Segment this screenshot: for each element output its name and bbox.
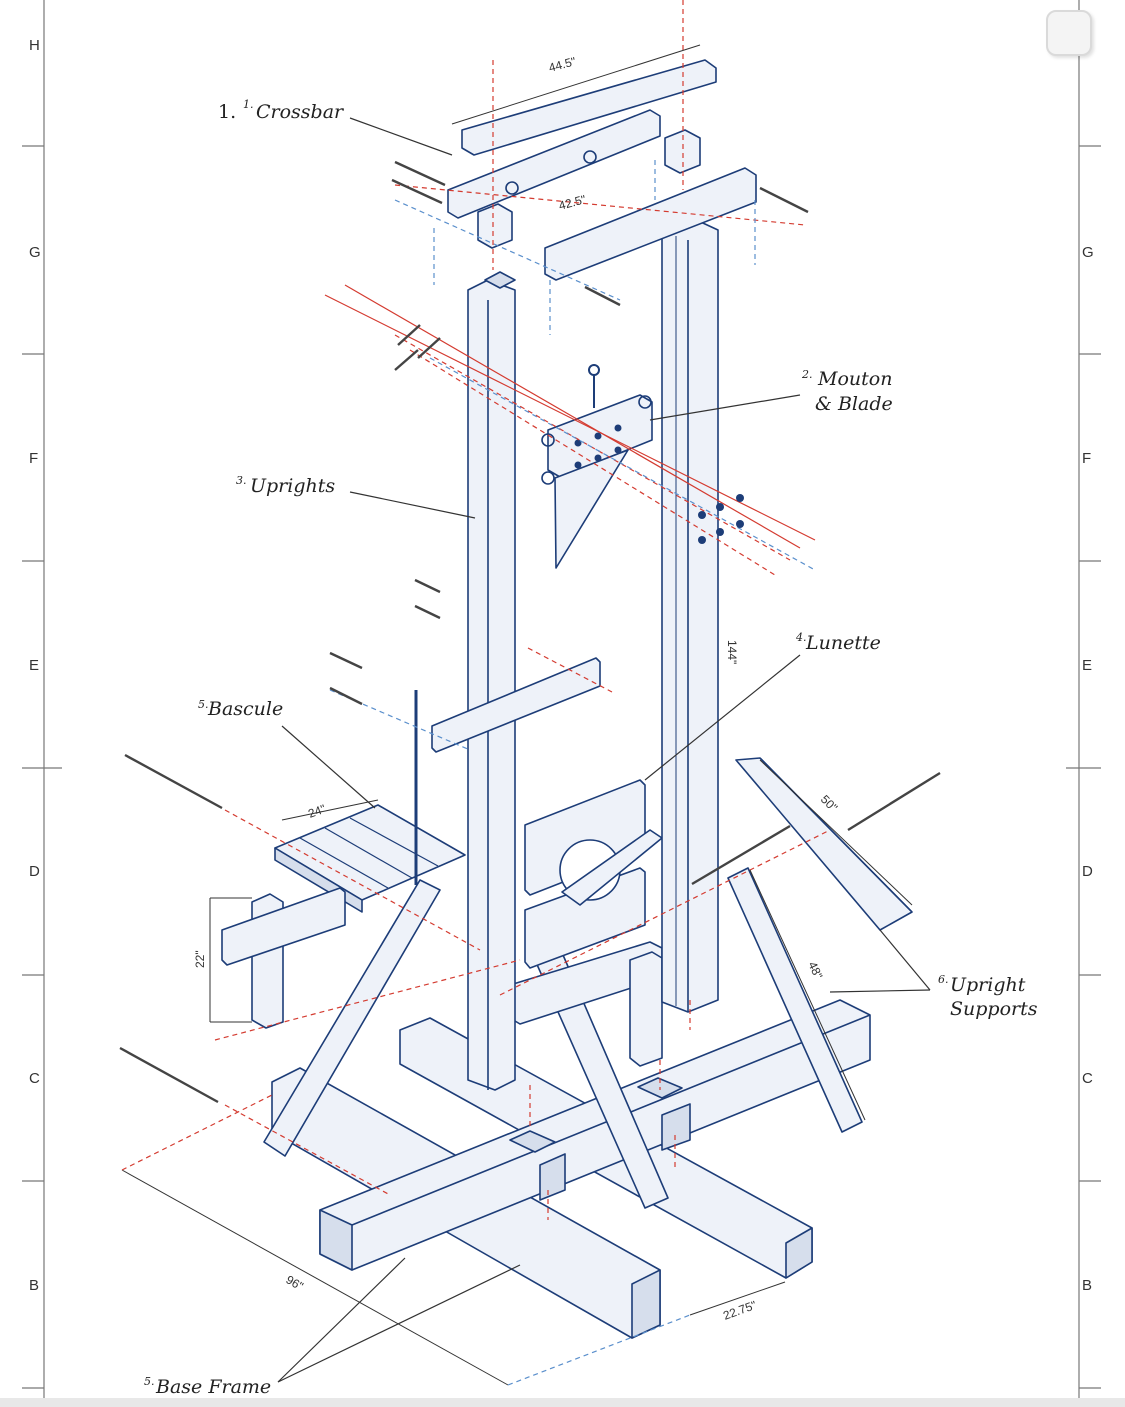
grid-letter-left-e: E	[29, 657, 39, 674]
grid-letter-left-d: D	[29, 863, 40, 880]
grid-letter-right-c: C	[1082, 1070, 1093, 1087]
base-frame	[271, 999, 871, 1339]
base-width-guide	[507, 1314, 691, 1386]
dimension-lines	[121, 44, 913, 1386]
uprights	[431, 217, 719, 1091]
grid-letter-left-g: G	[29, 244, 41, 261]
label-upright-supports-line1: Upright	[950, 974, 1026, 996]
upright-supports	[263, 757, 913, 1209]
grid-letter-right-e: E	[1082, 657, 1092, 674]
label-base-frame-number: 5.	[144, 1375, 155, 1388]
label-bascule: Bascule	[207, 698, 283, 720]
bottom-edge-strip	[0, 1398, 1125, 1407]
label-crossbar-number: 1.	[243, 98, 254, 111]
label-crossbar: Crossbar	[256, 101, 345, 123]
grid-ticks	[22, 145, 1101, 1389]
label-crossbar-prefix: 1.	[218, 101, 236, 123]
grid-letter-left-f: F	[29, 450, 38, 467]
grid-letter-right-b: B	[1082, 1277, 1092, 1294]
label-bascule-number: 5.	[198, 698, 209, 711]
grid-letter-left-h: H	[29, 37, 40, 54]
dim-upright-height: 144"	[725, 640, 739, 664]
dim-base-width: 22.75"	[721, 1298, 758, 1323]
label-uprights: Uprights	[250, 475, 335, 497]
label-lunette-number: 4.	[795, 631, 807, 644]
label-uprights-number: 3.	[236, 474, 247, 487]
dim-crossbar-lower: 42.5"	[557, 192, 587, 213]
dim-bascule-width: 24"	[306, 802, 327, 821]
label-upright-supports-line2: Supports	[950, 998, 1038, 1020]
label-mouton-number: 2.	[801, 368, 813, 381]
dim-support-short: 48"	[805, 959, 825, 981]
base-dimension-guide	[121, 1094, 273, 1171]
grid-letter-right-d: D	[1082, 863, 1093, 880]
dim-support-long: 50"	[818, 792, 840, 814]
lunette	[509, 779, 663, 1067]
label-leaders	[277, 117, 931, 1383]
grid-letter-left-b: B	[29, 1277, 39, 1294]
label-lunette: Lunette	[805, 632, 881, 654]
label-mouton: Mouton	[817, 368, 892, 390]
label-base-frame: Base Frame	[155, 1376, 271, 1398]
bolts	[119, 160, 941, 1104]
overlay-widget[interactable]	[1046, 10, 1092, 56]
label-blade: & Blade	[815, 393, 893, 415]
dim-bascule-height: 22"	[193, 950, 207, 968]
crossbar	[447, 59, 757, 281]
label-upright-supports-number: 6.	[938, 973, 949, 986]
grid-letter-left-c: C	[29, 1070, 40, 1087]
grid-letter-right-f: F	[1082, 450, 1091, 467]
mouton-and-blade	[541, 364, 653, 569]
grid-letter-right-g: G	[1082, 244, 1094, 261]
dim-base-length: 96"	[284, 1272, 306, 1293]
dim-crossbar-top: 44.5"	[547, 54, 577, 75]
bascule	[221, 690, 466, 1029]
